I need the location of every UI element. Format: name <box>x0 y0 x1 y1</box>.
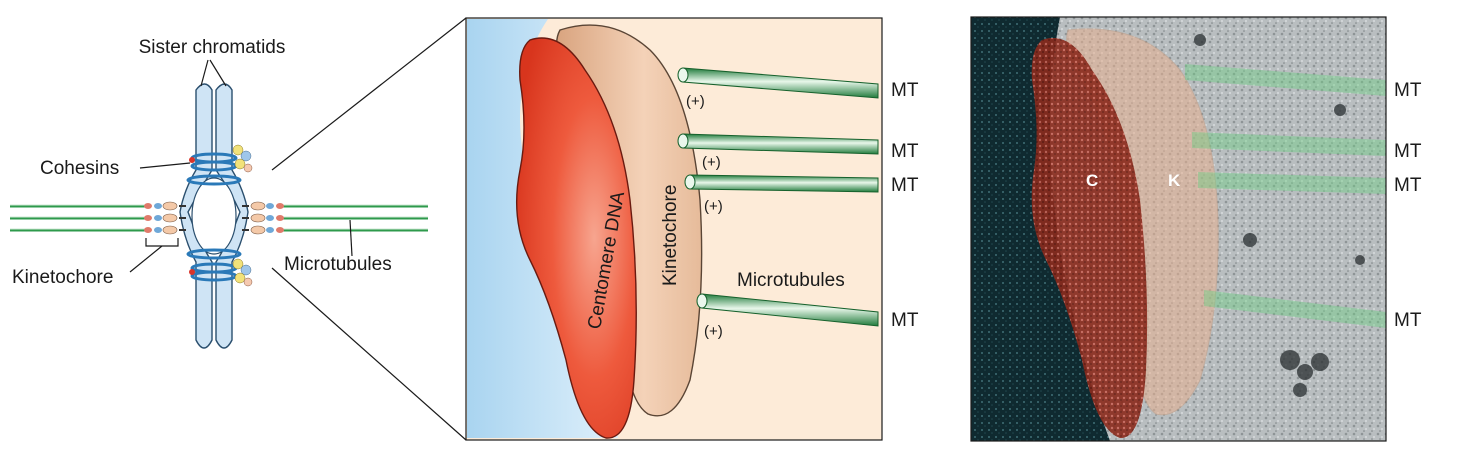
kinetochore-label-left: Kinetochore <box>12 267 113 288</box>
cohesins-label: Cohesins <box>40 158 119 179</box>
mt-label-middle-1: MT <box>891 80 919 101</box>
left-kinetochore <box>144 201 186 235</box>
k-label: K <box>1168 171 1181 190</box>
microtubules-label-left: Microtubules <box>284 254 392 275</box>
c-label: C <box>1086 171 1098 190</box>
mt-label-middle-4: MT <box>891 310 919 331</box>
protein-cluster-top <box>232 144 253 173</box>
plus-end-label-2: (+) <box>702 154 721 171</box>
sister-chromatids-label: Sister chromatids <box>139 37 286 58</box>
kinetochore-zoom-panel: Centomere DNA Kinetochore Microtubules (… <box>465 17 883 441</box>
mt-label-right-2: MT <box>1394 141 1422 162</box>
protein-cluster-bottom <box>232 258 253 287</box>
kinetochore-label-middle: Kinetochore <box>660 185 681 286</box>
zoom-lines <box>271 17 467 441</box>
centromere-overlay <box>1031 38 1148 439</box>
left-microtubules <box>10 204 428 232</box>
mt-label-right-4: MT <box>1394 310 1422 331</box>
chromosome-schematic: Sister chromatids Cohesins Kinetochore M… <box>10 37 428 349</box>
micrograph-microtubules <box>1185 64 1386 328</box>
microtubules-label-middle: Microtubules <box>737 270 845 291</box>
sister-chromatid-left <box>179 83 213 349</box>
mt-label-right-3: MT <box>1394 175 1422 196</box>
middle-microtubules <box>677 67 879 327</box>
right-kinetochore <box>242 201 284 235</box>
sister-chromatid-right <box>215 83 249 349</box>
electron-micrograph: C K <box>970 16 1387 442</box>
centromere-dna <box>516 37 637 439</box>
plus-end-label-4: (+) <box>704 323 723 340</box>
mt-label-middle-2: MT <box>891 141 919 162</box>
mt-label-right-1: MT <box>1394 80 1422 101</box>
plus-end-label-1: (+) <box>686 93 705 110</box>
mt-label-middle-3: MT <box>891 175 919 196</box>
plus-end-label-3: (+) <box>704 198 723 215</box>
